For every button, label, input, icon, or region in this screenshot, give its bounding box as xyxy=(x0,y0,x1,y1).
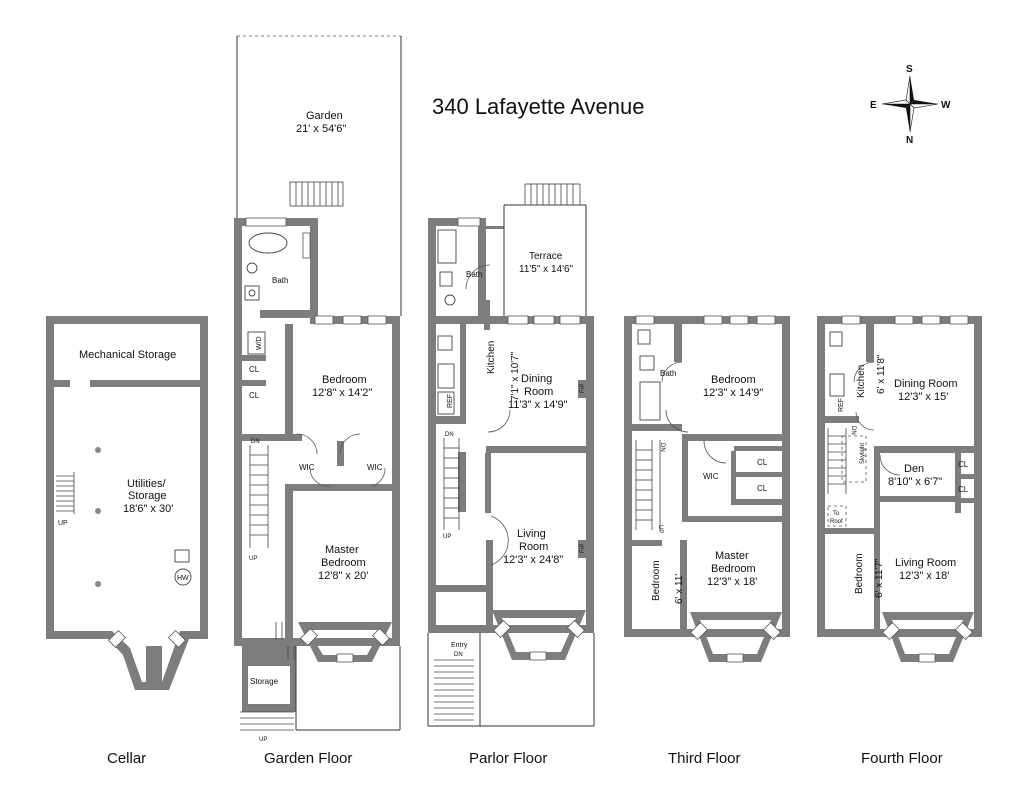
third-bedroom2-dim: 6' x 11' xyxy=(674,574,685,604)
garden-master-dim: 12'8" x 20' xyxy=(318,570,368,582)
garden-closet-2-label: CL xyxy=(249,391,260,400)
parlor-dining-label: Dining xyxy=(521,373,552,385)
fourth-ref-label: REF xyxy=(838,398,845,412)
cellar-utilities-dim: 18'6" x 30' xyxy=(123,503,173,515)
fourth-bedroom-label: Bedroom xyxy=(854,553,865,594)
third-bedroom-label: Bedroom xyxy=(711,374,756,386)
parlor-ref-label: REF xyxy=(447,394,454,408)
fourth-bedroom-dim: 6' x 11'7" xyxy=(874,558,885,598)
garden-label: Garden xyxy=(306,110,343,122)
garden-dim: 21' x 54'6" xyxy=(296,123,346,135)
cellar-floor-name: Cellar xyxy=(107,750,146,767)
compass-s-label: S xyxy=(906,64,913,75)
third-dn-label: DN xyxy=(659,443,665,452)
plan-title: 340 Lafayette Avenue xyxy=(432,94,644,119)
third-master-label: Master xyxy=(715,550,749,562)
parlor-bath-label: Bath xyxy=(466,270,482,279)
garden-master-label: Master xyxy=(325,544,359,556)
parlor-up-label: UP xyxy=(443,534,451,540)
parlor-dining-dim: 11'3" x 14'9" xyxy=(508,399,568,411)
parlor-dn-label: DN xyxy=(445,432,454,438)
garden-dn-label: DN xyxy=(251,439,260,445)
third-bedroom-dim: 12'3" x 14'9" xyxy=(703,387,763,399)
parlor-living-label-2: Room xyxy=(519,541,548,553)
third-floor-plan: Bath Bedroom 12'3" x 14'9" WIC CL CL Mas… xyxy=(624,315,790,767)
garden-closet-1-label: CL xyxy=(249,365,260,374)
compass-w-label: W xyxy=(941,100,951,111)
garden-bath-label: Bath xyxy=(272,276,288,285)
cellar-mechanical-label: Mechanical Storage xyxy=(79,349,176,361)
fourth-dn-label: DN xyxy=(850,426,856,435)
third-bedroom2-label: Bedroom xyxy=(651,560,662,601)
parlor-living-dim: 12'3" x 24'8" xyxy=(503,554,563,566)
compass-rose-icon: S N E W xyxy=(870,64,951,146)
garden-bedroom-label: Bedroom xyxy=(322,374,367,386)
parlor-kitchen-label: Kitchen xyxy=(486,341,497,374)
parlor-terrace-label: Terrace xyxy=(529,251,563,262)
third-up-label: UP xyxy=(657,525,663,533)
parlor-fireplace-2-label: F/P xyxy=(580,544,586,553)
parlor-living-label: Living xyxy=(517,528,546,540)
garden-floor-plan: Garden 21' x 54'6" Bath W/D CL CL Bedroo… xyxy=(234,35,402,767)
cellar-up-label: UP xyxy=(58,520,68,527)
fourth-to-roof-label-2: Roof xyxy=(830,519,843,525)
fourth-living-label: Living Room xyxy=(895,557,956,569)
fourth-kitchen-dim: 6' x 11'8" xyxy=(876,354,887,394)
parlor-dining-label-2: Room xyxy=(524,386,553,398)
fourth-dining-dim: 12'3" x 15' xyxy=(898,391,948,403)
garden-up-label: UP xyxy=(249,556,257,562)
garden-master-label-2: Bedroom xyxy=(321,557,366,569)
third-master-dim: 12'3" x 18' xyxy=(707,576,757,588)
compass-n-label: N xyxy=(906,135,913,146)
cellar-utilities-label: Utilities/ xyxy=(127,478,166,490)
garden-bedroom-dim: 12'8" x 14'2" xyxy=(312,387,372,399)
cellar-storage-label: Storage xyxy=(128,490,167,502)
parlor-fireplace-1-label: F/P xyxy=(580,384,586,393)
parlor-terrace-dim: 11'5" x 14'6" xyxy=(519,264,574,275)
parlor-floor-name: Parlor Floor xyxy=(469,750,547,767)
garden-wd-label: W/D xyxy=(256,336,263,350)
cellar-plan: Mechanical Storage Utilities/ Storage 18… xyxy=(46,316,208,767)
fourth-floor-plan: Kitchen 6' x 11'8" REF Dining Room 12'3"… xyxy=(817,315,982,767)
third-master-label-2: Bedroom xyxy=(711,563,756,575)
compass-e-label: E xyxy=(870,100,877,111)
fourth-living-dim: 12'3" x 18' xyxy=(899,570,949,582)
parlor-floor-plan: Terrace 11'5" x 14'6" Bath Kitchen 7'1" … xyxy=(427,183,595,767)
garden-wic-1-label: WIC xyxy=(299,463,315,472)
fourth-closet-2-label: CL xyxy=(958,485,969,494)
fourth-den-label: Den xyxy=(904,463,924,475)
garden-wic-2-label: WIC xyxy=(367,463,383,472)
fourth-den-dim: 8'10" x 6'7" xyxy=(888,476,942,488)
parlor-entry-dn-label: DN xyxy=(454,652,463,658)
parlor-kitchen-dim: 7'1" x 10'7" xyxy=(510,351,521,401)
fourth-floor-name: Fourth Floor xyxy=(861,750,943,767)
third-wic-label: WIC xyxy=(703,472,719,481)
fourth-skylight-label: Skylight xyxy=(860,443,866,464)
third-closet-1-label: CL xyxy=(757,458,768,467)
fourth-kitchen-label: Kitchen xyxy=(856,365,867,398)
garden-floor-name: Garden Floor xyxy=(264,750,352,767)
garden-up-label-2: UP xyxy=(259,737,267,743)
third-bath-label: Bath xyxy=(660,369,676,378)
third-closet-2-label: CL xyxy=(757,484,768,493)
fourth-dining-label: Dining Room xyxy=(894,378,958,390)
cellar-hw-label: HW xyxy=(177,575,189,582)
third-floor-name: Third Floor xyxy=(668,750,741,767)
garden-storage-label: Storage xyxy=(250,677,279,686)
fourth-to-roof-label: To xyxy=(833,511,840,517)
parlor-entry-label: Entry xyxy=(451,642,468,649)
fourth-closet-1-label: CL xyxy=(958,460,969,469)
